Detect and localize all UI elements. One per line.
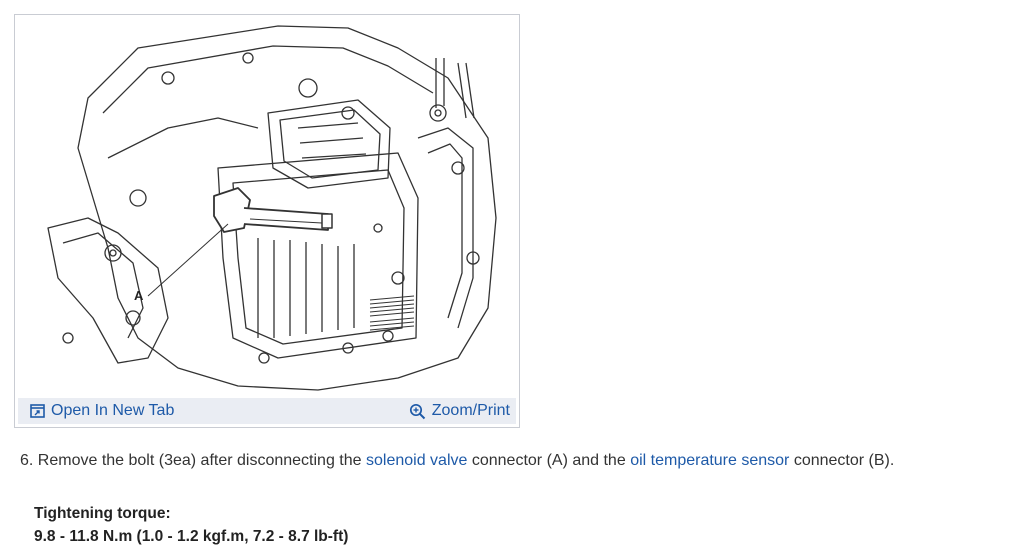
transmission-line-drawing: A — [47, 25, 497, 391]
figure-container: A Open In New Tab Zoo — [14, 14, 520, 428]
step-text: connector (B). — [793, 452, 895, 469]
zoom-in-icon — [409, 403, 426, 420]
step-instruction: 6. Remove the bolt (3ea) after disconnec… — [20, 452, 894, 470]
zoom-print-label: Zoom/Print — [431, 402, 510, 419]
figure-toolbar: Open In New Tab Zoom/Print — [18, 398, 516, 424]
step-number: 6. — [20, 452, 34, 469]
torque-value: 9.8 - 11.8 N.m (1.0 - 1.2 kgf.m, 7.2 - 8… — [34, 528, 349, 545]
open-in-new-tab-button[interactable]: Open In New Tab — [30, 402, 174, 420]
open-in-new-tab-icon — [30, 404, 45, 418]
tightening-torque-block: Tightening torque: 9.8 - 11.8 N.m (1.0 -… — [34, 502, 348, 548]
solenoid-valve-link[interactable]: solenoid valve — [366, 452, 468, 469]
oil-temperature-sensor-link[interactable]: oil temperature sensor — [630, 452, 790, 469]
step-text: Remove the bolt (3ea) after disconnectin… — [37, 452, 362, 469]
zoom-print-button[interactable]: Zoom/Print — [409, 402, 510, 420]
step-text: connector (A) and the — [471, 452, 626, 469]
torque-heading: Tightening torque: — [34, 505, 171, 522]
callout-label-a: A — [134, 288, 144, 303]
transmission-diagram: A — [18, 18, 516, 396]
open-in-new-tab-label: Open In New Tab — [51, 402, 175, 419]
